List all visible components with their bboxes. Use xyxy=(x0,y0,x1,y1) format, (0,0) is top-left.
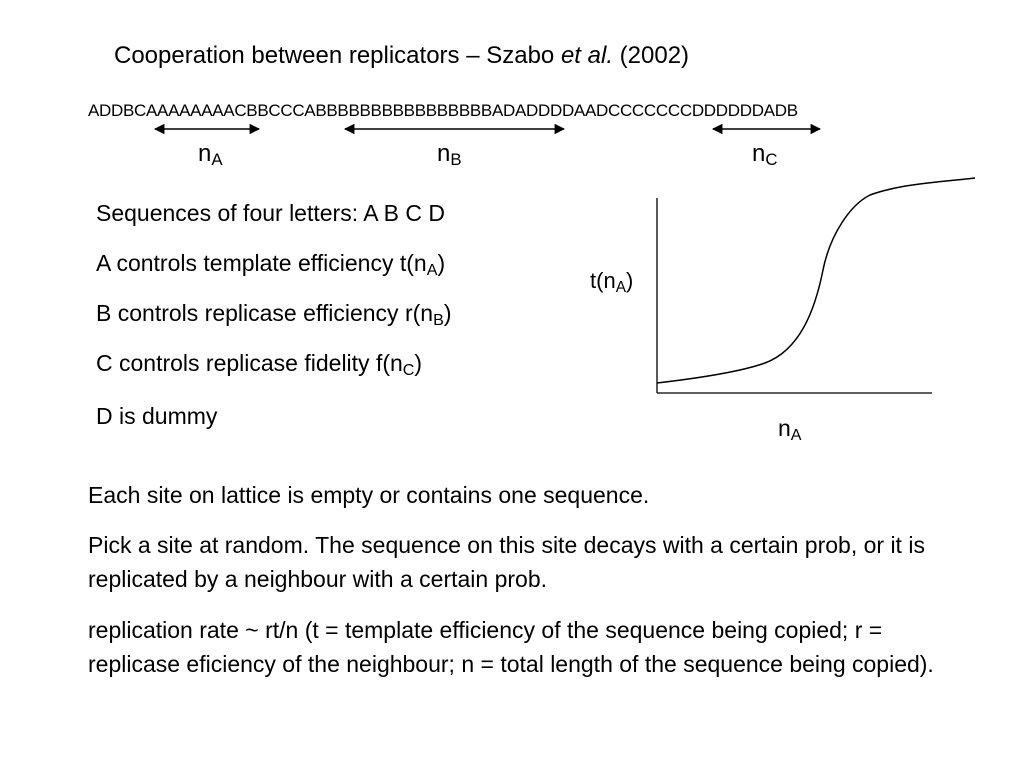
bullet-b-controls: B controls replicase efficiency r(nB) xyxy=(96,300,452,330)
title-prefix: Cooperation between replicators – Szabo xyxy=(114,42,561,69)
bullet-a-controls: A controls template efficiency t(nA) xyxy=(96,250,446,280)
title-suffix: (2002) xyxy=(612,42,690,69)
segment-label-a: nA xyxy=(198,140,223,170)
bullet-d-dummy: D is dummy xyxy=(96,403,218,429)
bullet-letters: Sequences of four letters: A B C D xyxy=(96,200,446,226)
paragraph-pick-site: Pick a site at random. The sequence on t… xyxy=(88,532,925,592)
segment-label-b: nB xyxy=(437,140,462,170)
paragraph-replication-rate: replication rate ~ rt/n (t = template ef… xyxy=(88,617,934,677)
sigmoid-curve xyxy=(656,177,976,384)
paragraph-lattice: Each site on lattice is empty or contain… xyxy=(88,482,650,508)
slide-title: Cooperation between replicators – Szabo … xyxy=(114,42,689,70)
graph-x-label: nA xyxy=(778,415,802,445)
segment-label-c: nC xyxy=(752,140,778,170)
graph-y-label: t(nA) xyxy=(590,268,634,296)
title-emphasis: et al. xyxy=(560,42,613,69)
bullet-c-controls: C controls replicase fidelity f(nC) xyxy=(96,350,423,380)
sequence-string: ADDBCAAAAAAAACBBCCCABBBBBBBBBBBBBBBBADAD… xyxy=(88,101,798,120)
